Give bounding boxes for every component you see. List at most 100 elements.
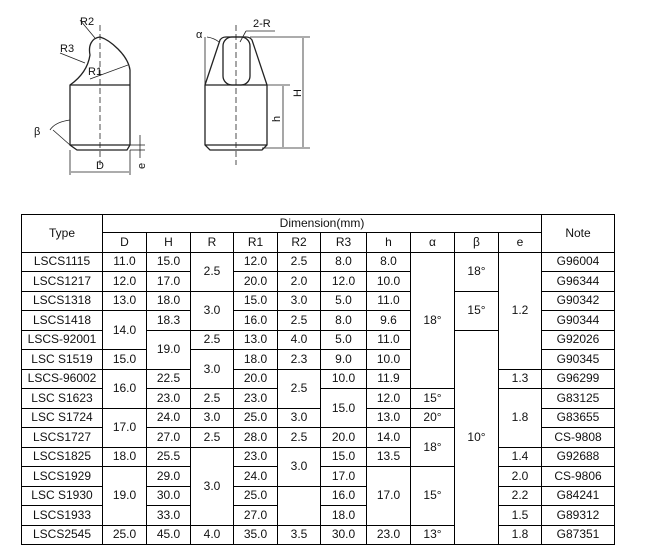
column-header: R1 (233, 232, 278, 253)
value-cell: 25.0 (102, 524, 147, 545)
value-cell: 11.0 (102, 251, 147, 272)
header-type: Type (21, 214, 103, 253)
value-cell: 25.5 (146, 446, 191, 467)
value-cell: 23.0 (233, 388, 278, 409)
value-cell: 13° (410, 524, 455, 545)
note-cell: G90345 (541, 349, 615, 370)
value-cell: 30.0 (320, 524, 367, 545)
value-cell: 13.0 (102, 290, 147, 311)
value-cell: 33.0 (146, 505, 191, 526)
value-cell: 8.0 (320, 310, 367, 331)
label-h-body: h (271, 116, 283, 122)
value-cell: 23.0 (366, 524, 411, 545)
type-cell: LSCS-96002 (21, 368, 103, 389)
note-cell: CS-9808 (541, 427, 615, 448)
type-cell: LSCS1418 (21, 310, 103, 331)
label-r3: R3 (60, 43, 74, 55)
column-header: R2 (277, 232, 321, 253)
value-cell: 23.0 (146, 388, 191, 409)
value-cell: 3.0 (190, 349, 234, 389)
value-cell: 5.0 (320, 290, 367, 311)
value-cell: 15° (410, 466, 455, 526)
label-alpha: α (196, 29, 203, 41)
value-cell: 4.0 (190, 524, 234, 545)
value-cell: 20.0 (320, 427, 367, 448)
value-cell: 2.5 (277, 310, 321, 331)
value-cell: 2.5 (190, 427, 234, 448)
value-cell: 15° (410, 388, 455, 409)
value-cell: 1.3 (498, 368, 542, 389)
value-cell: 19.0 (102, 466, 147, 526)
value-cell: 3.0 (190, 290, 234, 331)
type-cell: LSCS1217 (21, 271, 103, 292)
value-cell: 16.0 (233, 310, 278, 331)
value-cell: 18.0 (146, 290, 191, 311)
value-cell: 11.0 (366, 329, 411, 350)
type-cell: LSCS1825 (21, 446, 103, 467)
value-cell: 17.0 (146, 271, 191, 292)
value-cell: 15.0 (320, 388, 367, 428)
value-cell: 2.5 (277, 251, 321, 272)
value-cell: 45.0 (146, 524, 191, 545)
type-cell: LSC S1519 (21, 349, 103, 370)
column-header: α (410, 232, 455, 253)
note-cell: G89312 (541, 505, 615, 526)
value-cell: 1.2 (498, 251, 542, 370)
value-cell: 2.0 (277, 271, 321, 292)
value-cell: 12.0 (320, 271, 367, 292)
note-cell: G83125 (541, 388, 615, 409)
value-cell: 14.0 (102, 310, 147, 350)
value-cell: 12.0 (366, 388, 411, 409)
value-cell: 2.5 (277, 427, 321, 448)
value-cell: 10.0 (320, 368, 367, 389)
value-cell: 2.2 (498, 485, 542, 506)
note-cell: G92688 (541, 446, 615, 467)
value-cell: 24.0 (146, 407, 191, 428)
label-r1: R1 (88, 66, 102, 78)
value-cell: 1.5 (498, 505, 542, 526)
value-cell: 17.0 (102, 407, 147, 448)
note-cell: G96299 (541, 368, 615, 389)
type-cell: LSCS1318 (21, 290, 103, 311)
type-cell: LSCS-92001 (21, 329, 103, 350)
note-cell: G90344 (541, 310, 615, 331)
value-cell: 20° (410, 407, 455, 428)
value-cell: 2.3 (277, 349, 321, 370)
type-cell: LSC S1724 (21, 407, 103, 428)
note-cell: G87351 (541, 524, 615, 545)
value-cell: 10° (454, 329, 499, 545)
type-cell: LSCS1727 (21, 427, 103, 448)
type-cell: LSC S1930 (21, 485, 103, 506)
value-cell: 18° (410, 427, 455, 467)
value-cell: 28.0 (233, 427, 278, 448)
value-cell: 14.0 (366, 427, 411, 448)
value-cell: 16.0 (320, 485, 367, 506)
column-header: β (454, 232, 499, 253)
header-note: Note (541, 214, 615, 253)
value-cell: 4.0 (277, 329, 321, 350)
value-cell: 10.0 (366, 271, 411, 292)
right-view-outline (204, 36, 268, 151)
value-cell: 18.0 (102, 446, 147, 467)
value-cell: 13.0 (233, 329, 278, 350)
value-cell (277, 485, 321, 526)
value-cell: 15.0 (102, 349, 147, 370)
carbide-button-drawing: R2 R3 R1 β D e α 2-R H h (34, 16, 310, 175)
value-cell: 30.0 (146, 485, 191, 506)
value-cell: 16.0 (102, 368, 147, 409)
value-cell: 18.0 (233, 349, 278, 370)
value-cell: 18° (454, 251, 499, 292)
value-cell: 18.3 (146, 310, 191, 331)
value-cell: 25.0 (233, 485, 278, 506)
note-cell: G96004 (541, 251, 615, 272)
value-cell: 17.0 (320, 466, 367, 487)
value-cell: 10.0 (366, 349, 411, 370)
value-cell: 15.0 (233, 290, 278, 311)
left-view-outline (69, 36, 131, 151)
